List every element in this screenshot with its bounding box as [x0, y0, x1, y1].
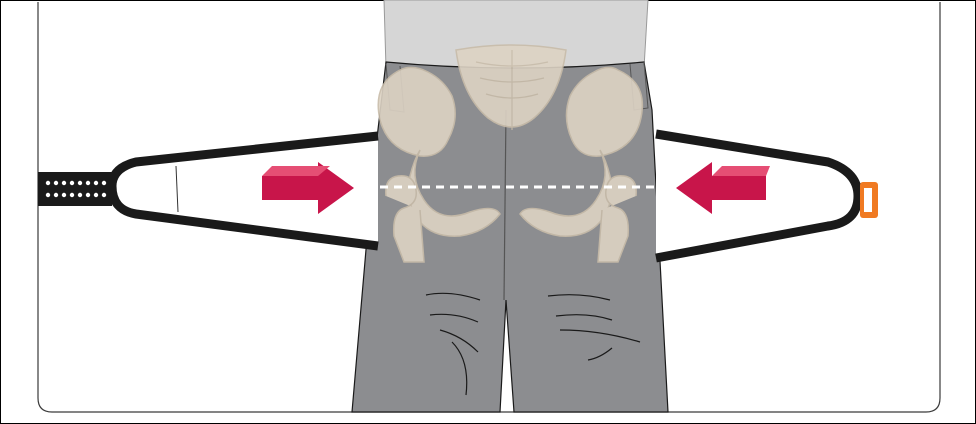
buckle-icon [860, 182, 878, 218]
binder-strap [38, 172, 112, 206]
